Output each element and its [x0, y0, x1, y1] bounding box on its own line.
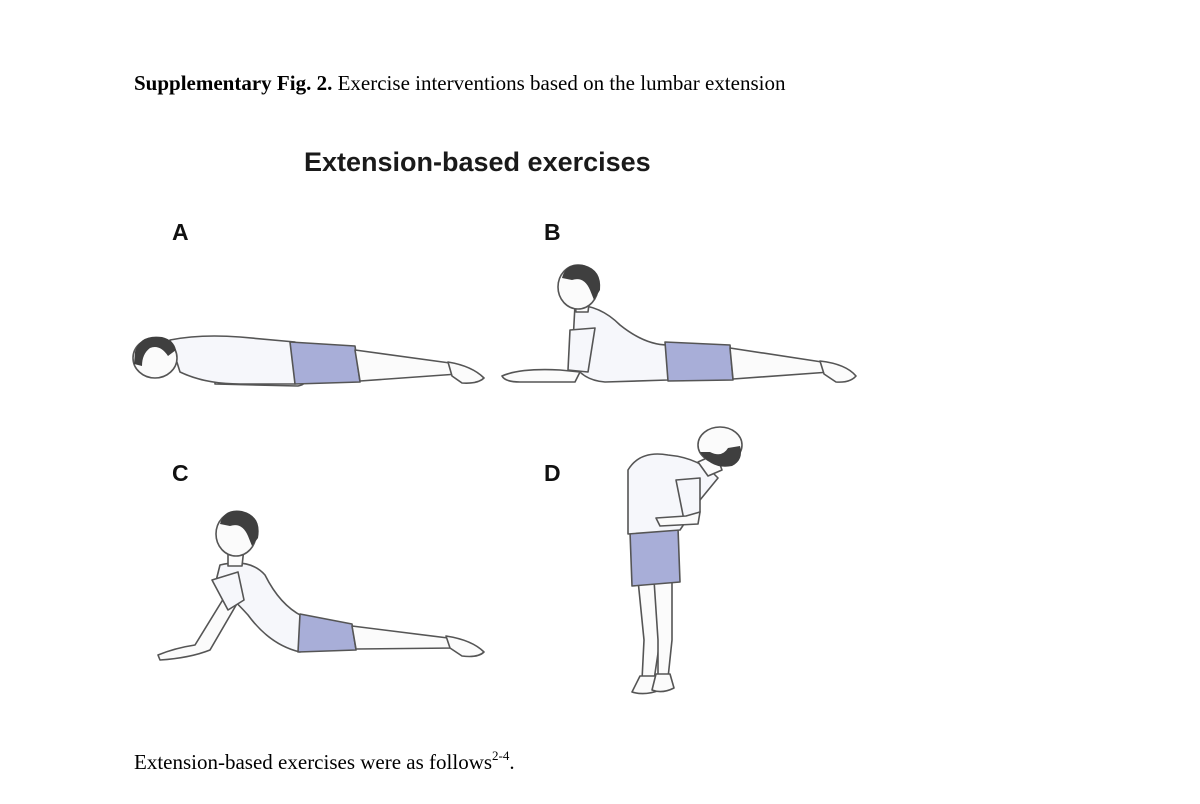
- body-period: .: [509, 750, 515, 774]
- panel-label-d: D: [544, 460, 561, 486]
- figure-d-standing-extension: [627, 426, 743, 695]
- figure-c-press-up-extension: [157, 510, 485, 661]
- reference-superscript: 2-4: [492, 748, 510, 763]
- body-text: Extension-based exercises were as follow…: [134, 750, 493, 774]
- caption-label: Supplementary Fig. 2.: [134, 71, 333, 95]
- figure-b-prone-on-elbows: [501, 264, 857, 383]
- figure-a-prone-lying: [132, 335, 485, 387]
- panel-label-b: B: [544, 219, 561, 245]
- caption-text: Exercise interventions based on the lumb…: [332, 71, 786, 95]
- panel-label-a: A: [172, 219, 189, 245]
- figure-caption: Supplementary Fig. 2. Exercise intervent…: [134, 70, 785, 96]
- panel-label-c: C: [172, 460, 189, 486]
- figure-title: Extension-based exercises: [304, 147, 651, 177]
- body-paragraph: Extension-based exercises were as follow…: [134, 743, 515, 775]
